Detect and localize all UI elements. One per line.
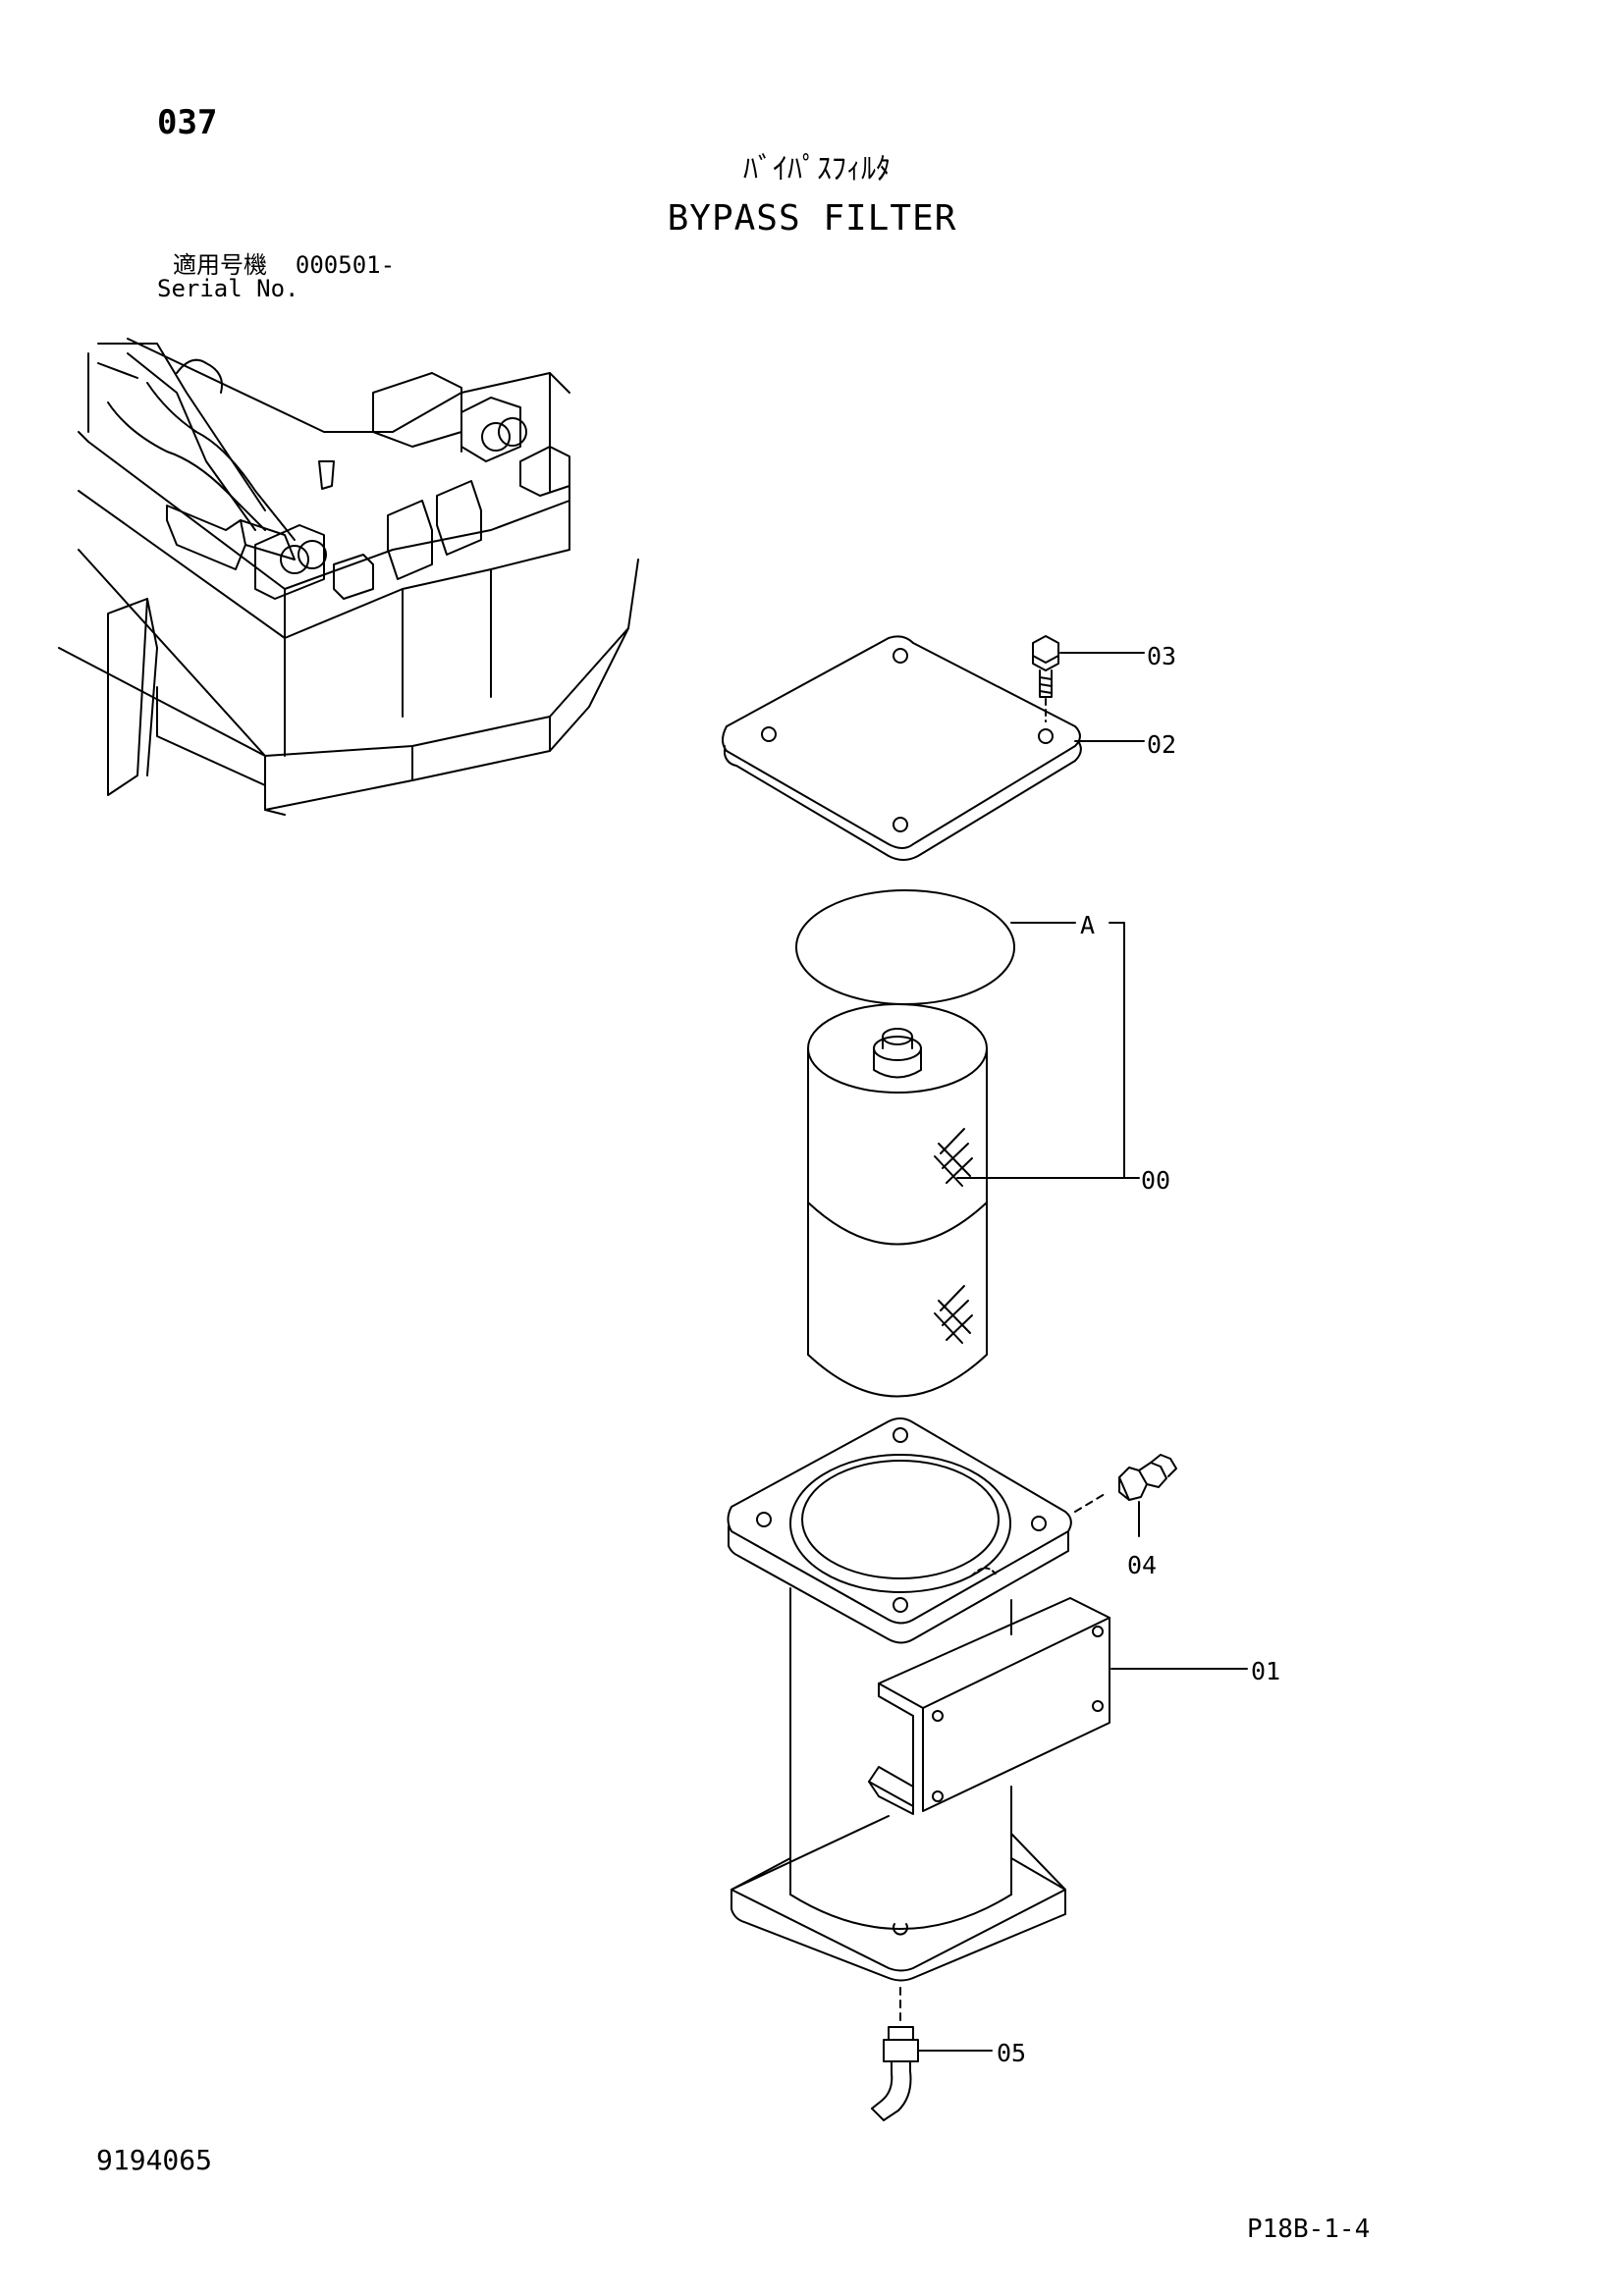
- serial-label-japanese: 適用号機: [173, 251, 267, 279]
- callout-04: 04: [1127, 1551, 1158, 1579]
- callout-01: 01: [1251, 1657, 1281, 1685]
- callout-05: 05: [997, 2039, 1027, 2067]
- page-reference: P18B-1-4: [1247, 2215, 1371, 2244]
- bolt-03: [1033, 636, 1058, 721]
- serial-label-english: Serial No.: [157, 275, 299, 302]
- callout-a: A: [1080, 911, 1096, 939]
- page-number: 037: [157, 103, 218, 142]
- callout-02: 02: [1147, 730, 1177, 759]
- fitting-04: [1119, 1455, 1176, 1500]
- filter-element-00: [808, 1004, 987, 1397]
- filter-housing-01: [729, 1418, 1110, 2022]
- serial-value: 000501-: [295, 251, 396, 279]
- serial-label-japanese-row: 適用号機 000501-: [173, 253, 395, 277]
- cover-plate-02: [723, 636, 1081, 860]
- title-english: BYPASS FILTER: [667, 198, 957, 239]
- title-japanese: ﾊﾞｲﾊﾟｽﾌｨﾙﾀ: [743, 152, 891, 187]
- callout-03: 03: [1147, 642, 1177, 670]
- callout-00: 00: [1141, 1166, 1171, 1195]
- leader-lines: [918, 653, 1247, 2051]
- document-number: 9194065: [96, 2144, 213, 2176]
- machine-location-view: [59, 339, 638, 815]
- gasket-a: [796, 890, 1014, 1004]
- elbow-fitting-05: [872, 2027, 918, 2120]
